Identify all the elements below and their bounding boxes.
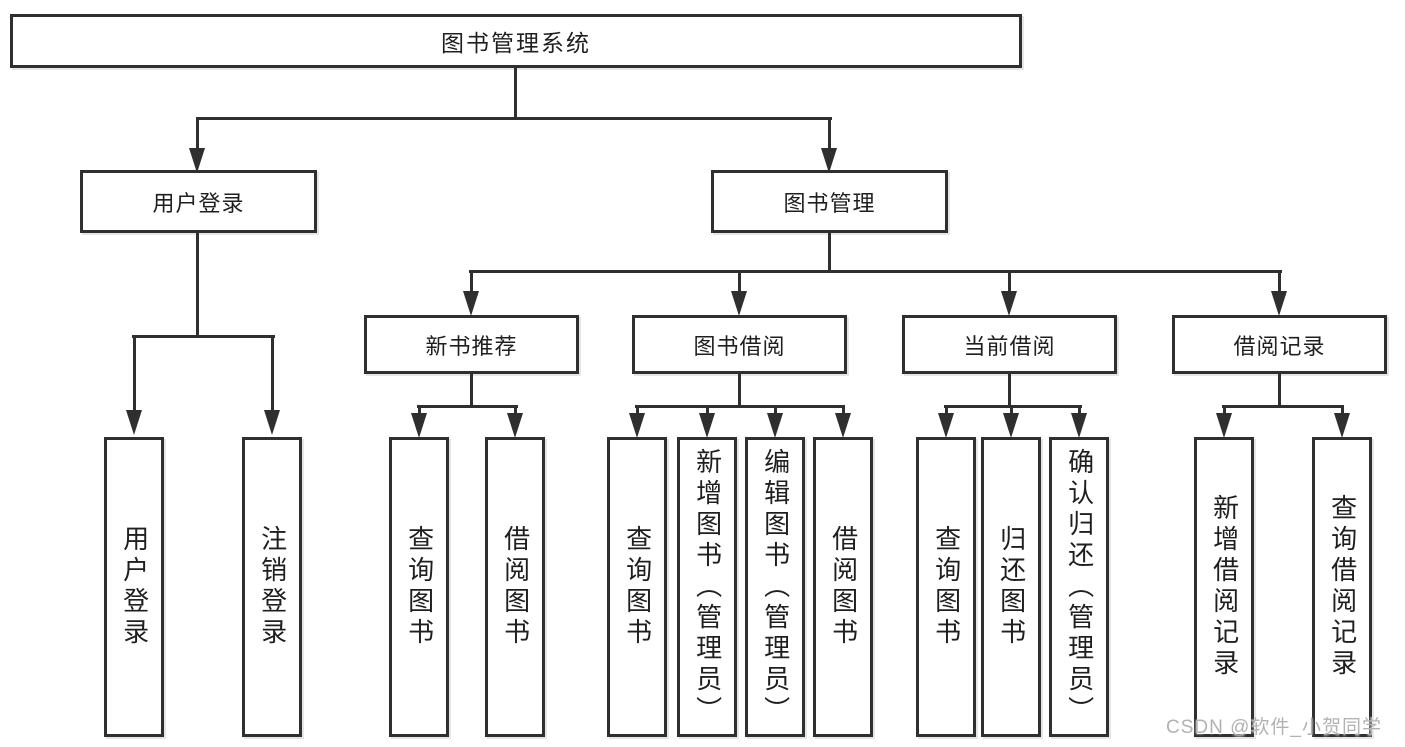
leaf-query-books-borrow: 查询图书: [607, 437, 667, 737]
connector-line: [196, 117, 199, 150]
node-book-borrow-label: 图书借阅: [693, 333, 786, 359]
leaf-return-book: 归还图书: [981, 437, 1041, 737]
leaf-logout: 注销登录: [242, 437, 302, 737]
leaf-query-books-newbook-label: 查询图书: [404, 525, 435, 649]
node-user-login-label: 用户登录: [152, 190, 245, 216]
connector-line: [944, 405, 1082, 408]
leaf-edit-book-admin: 编辑图书（管理员）: [745, 437, 805, 737]
connector-line: [1278, 270, 1281, 292]
leaf-logout-label: 注销登录: [257, 525, 288, 649]
arrow-down-icon: [411, 413, 427, 438]
node-library-system: 图书管理系统: [10, 14, 1022, 68]
leaf-query-books-borrow-label: 查询图书: [622, 525, 653, 649]
arrow-down-icon: [1001, 291, 1017, 316]
node-borrow-records-label: 借阅记录: [1233, 333, 1326, 359]
leaf-user-login-label: 用户登录: [119, 525, 150, 649]
arrow-down-icon: [1271, 291, 1287, 316]
connector-line: [514, 405, 517, 414]
arrow-down-icon: [938, 413, 954, 438]
node-borrow-records: 借阅记录: [1172, 315, 1387, 374]
arrow-down-icon: [731, 291, 747, 316]
arrow-down-icon: [1003, 413, 1019, 438]
leaf-borrow-books-newbook-label: 借阅图书: [500, 525, 531, 649]
leaf-confirm-return-admin-label: 确认归还（管理员）: [1064, 447, 1095, 727]
leaf-borrow-books-borrow-label: 借阅图书: [828, 525, 859, 649]
connector-line: [706, 405, 709, 414]
arrow-down-icon: [126, 410, 142, 435]
leaf-query-borrow-record: 查询借阅记录: [1312, 437, 1372, 737]
connector-line: [738, 372, 741, 407]
connector-line: [514, 65, 517, 120]
arrow-down-icon: [699, 413, 715, 438]
node-user-login: 用户登录: [80, 170, 317, 233]
connector-line: [828, 117, 831, 150]
connector-line: [1010, 405, 1013, 414]
csdn-watermark: CSDN @软件_小贺同学: [1166, 712, 1382, 739]
leaf-add-borrow-record: 新增借阅记录: [1194, 437, 1254, 737]
arrow-down-icon: [264, 410, 280, 435]
leaf-add-book-admin: 新增图书（管理员）: [677, 437, 737, 737]
node-new-book-recommend: 新书推荐: [364, 315, 579, 374]
node-library-system-label: 图书管理系统: [441, 30, 591, 56]
arrow-down-icon: [1071, 413, 1087, 438]
connector-line: [196, 231, 199, 337]
connector-line: [1008, 270, 1011, 292]
node-current-borrow-label: 当前借阅: [963, 333, 1056, 359]
connector-line: [636, 405, 639, 414]
leaf-return-book-label: 归还图书: [996, 525, 1027, 649]
connector-line: [133, 335, 136, 411]
connector-line: [1008, 372, 1011, 407]
arrow-down-icon: [1334, 413, 1350, 438]
arrow-down-icon: [189, 148, 205, 173]
connector-line: [738, 270, 741, 292]
arrow-down-icon: [821, 148, 837, 173]
leaf-query-books-current-label: 查询图书: [931, 525, 962, 649]
leaf-borrow-books-borrow: 借阅图书: [813, 437, 873, 737]
arrow-down-icon: [463, 291, 479, 316]
node-book-borrow: 图书借阅: [632, 315, 847, 374]
csdn-watermark-text: CSDN @软件_小贺同学: [1166, 717, 1382, 738]
connector-line: [196, 117, 832, 120]
arrow-down-icon: [507, 413, 523, 438]
leaf-confirm-return-admin: 确认归还（管理员）: [1049, 437, 1109, 737]
connector-line: [271, 335, 274, 411]
connector-line: [417, 405, 518, 408]
arrow-down-icon: [629, 413, 645, 438]
leaf-borrow-books-newbook: 借阅图书: [485, 437, 545, 737]
arrow-down-icon: [767, 413, 783, 438]
connector-line: [774, 405, 777, 414]
node-book-management: 图书管理: [711, 170, 948, 233]
leaf-query-books-current: 查询图书: [916, 437, 976, 737]
connector-line: [945, 405, 948, 414]
arrow-down-icon: [1216, 413, 1232, 438]
connector-line: [418, 405, 421, 414]
connector-line: [635, 405, 845, 408]
connector-line: [132, 335, 275, 338]
leaf-user-login: 用户登录: [104, 437, 164, 737]
connector-line: [469, 270, 1282, 273]
connector-line: [1223, 405, 1226, 414]
node-new-book-recommend-label: 新书推荐: [425, 333, 518, 359]
connector-line: [470, 270, 473, 292]
leaf-query-borrow-record-label: 查询借阅记录: [1327, 494, 1358, 680]
node-book-management-label: 图书管理: [783, 190, 876, 216]
leaf-add-book-admin-label: 新增图书（管理员）: [692, 447, 723, 727]
arrow-down-icon: [835, 413, 851, 438]
connector-line: [1078, 405, 1081, 414]
connector-line: [1222, 405, 1344, 408]
connector-line: [1341, 405, 1344, 414]
leaf-query-books-newbook: 查询图书: [389, 437, 449, 737]
leaf-edit-book-admin-label: 编辑图书（管理员）: [760, 447, 791, 727]
node-current-borrow: 当前借阅: [902, 315, 1117, 374]
connector-line: [842, 405, 845, 414]
connector-line: [828, 231, 831, 273]
connector-line: [1278, 372, 1281, 407]
leaf-add-borrow-record-label: 新增借阅记录: [1209, 494, 1240, 680]
connector-line: [470, 372, 473, 407]
